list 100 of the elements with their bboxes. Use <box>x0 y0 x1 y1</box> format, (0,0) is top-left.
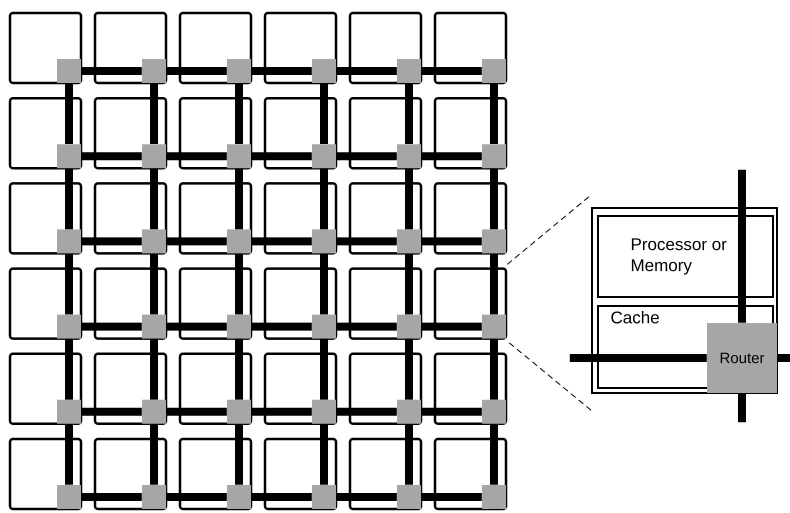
link-line <box>235 424 243 485</box>
link-line <box>65 168 73 230</box>
router-square <box>312 314 336 339</box>
router-square <box>57 485 81 509</box>
link-line <box>490 424 498 485</box>
link-line <box>65 338 73 400</box>
router-square <box>227 485 251 509</box>
link-line <box>490 338 498 400</box>
link-line <box>421 493 482 501</box>
link-line <box>166 67 227 75</box>
tile-detail-box <box>591 207 778 394</box>
link-line <box>405 338 413 400</box>
router-square <box>312 400 336 424</box>
link-line <box>150 83 158 144</box>
router-square <box>57 229 81 254</box>
zoom-line <box>506 194 592 265</box>
zoom-line <box>508 342 592 412</box>
router-square <box>397 229 421 254</box>
link-line <box>490 168 498 230</box>
link-line <box>251 493 312 501</box>
processor-box: Processor or Memory <box>597 215 774 298</box>
link-line <box>490 254 498 314</box>
router-square <box>142 59 166 83</box>
link-line <box>81 493 142 501</box>
tile-box <box>8 12 82 84</box>
link-line <box>166 152 227 160</box>
link-line <box>320 254 328 314</box>
router-square <box>397 400 421 424</box>
link-line <box>150 424 158 485</box>
link-line <box>421 408 482 416</box>
router-square <box>142 144 166 168</box>
router-square <box>482 485 506 509</box>
link-line <box>336 152 397 160</box>
link-line <box>81 322 142 331</box>
link-line <box>320 338 328 400</box>
router-square <box>57 314 81 339</box>
router-square <box>482 59 506 83</box>
router-square <box>142 314 166 339</box>
link-line <box>738 393 746 422</box>
link-line <box>320 168 328 230</box>
link-line <box>421 322 482 331</box>
link-line <box>251 152 312 160</box>
link-line <box>235 338 243 400</box>
router-square <box>57 144 81 168</box>
link-line <box>251 408 312 416</box>
link-line <box>405 424 413 485</box>
link-line <box>336 237 397 246</box>
link-line <box>490 83 498 144</box>
link-line <box>421 67 482 75</box>
link-line <box>336 67 397 75</box>
link-line <box>251 67 312 75</box>
link-line <box>65 83 73 144</box>
link-line <box>421 152 482 160</box>
router-square <box>312 485 336 509</box>
link-line <box>738 170 746 323</box>
link-line <box>320 424 328 485</box>
router-square <box>397 485 421 509</box>
router-square <box>227 229 251 254</box>
link-line <box>405 254 413 314</box>
link-line <box>336 408 397 416</box>
link-line <box>235 83 243 144</box>
router-square <box>227 59 251 83</box>
link-line <box>166 493 227 501</box>
router-box: Router <box>707 323 777 393</box>
router-square <box>312 144 336 168</box>
link-line <box>81 152 142 160</box>
link-line <box>150 168 158 230</box>
router-square <box>482 144 506 168</box>
link-line <box>570 354 707 362</box>
router-square <box>227 314 251 339</box>
link-line <box>421 237 482 246</box>
router-square <box>397 59 421 83</box>
link-line <box>166 237 227 246</box>
router-square <box>57 400 81 424</box>
router-square <box>397 144 421 168</box>
link-line <box>251 237 312 246</box>
link-line <box>777 354 790 362</box>
link-line <box>251 322 312 331</box>
router-square <box>312 59 336 83</box>
link-line <box>81 408 142 416</box>
router-square <box>482 229 506 254</box>
link-line <box>81 67 142 75</box>
router-square <box>142 229 166 254</box>
router-square <box>482 400 506 424</box>
router-square <box>312 229 336 254</box>
link-line <box>405 83 413 144</box>
link-line <box>166 408 227 416</box>
link-line <box>150 338 158 400</box>
link-line <box>150 254 158 314</box>
link-line <box>235 254 243 314</box>
router-square <box>482 314 506 339</box>
link-line <box>336 322 397 331</box>
router-square <box>142 485 166 509</box>
router-square <box>227 400 251 424</box>
link-line <box>320 83 328 144</box>
router-square <box>397 314 421 339</box>
link-line <box>235 168 243 230</box>
link-line <box>336 493 397 501</box>
router-square <box>57 59 81 83</box>
link-line <box>65 424 73 485</box>
